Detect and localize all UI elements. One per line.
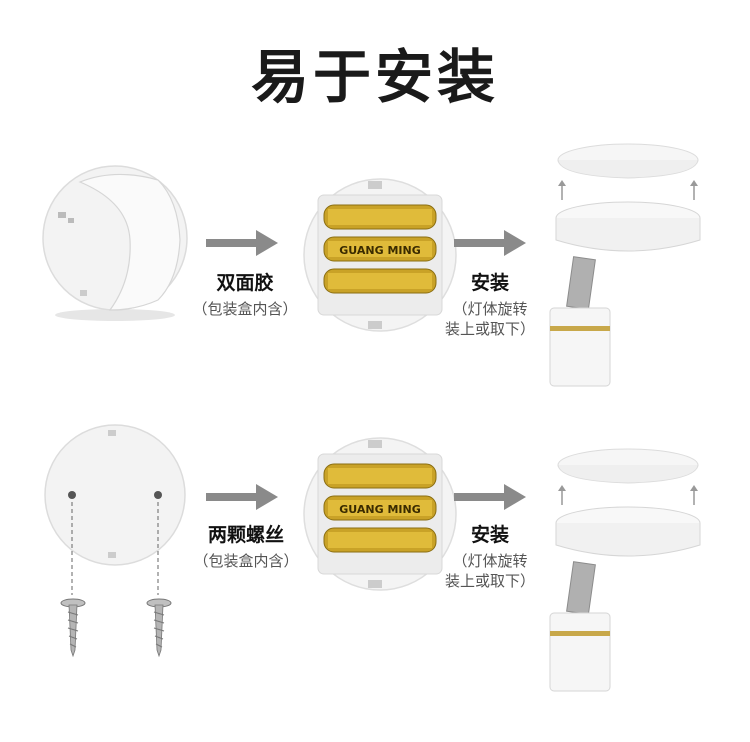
install-row-adhesive: 双面胶 （包装盒内含） GUANG MING 安装 （灯体旋转 装上或取下） (0, 140, 750, 400)
screw-icon (146, 598, 172, 658)
adhesive-sublabel: （包装盒内含） (192, 300, 298, 318)
base-plate-adhesive-image (42, 165, 188, 321)
install-sublabel-line1: （灯体旋转 (452, 300, 528, 318)
install-sublabel-line2: 装上或取下） (444, 320, 535, 338)
arrow-right-icon (206, 230, 278, 256)
install-label: 安装 (470, 272, 509, 294)
screws-label: 两颗螺丝 (207, 524, 284, 546)
base-plate-screw-image (44, 424, 186, 595)
battery-brand-text: GUANG MING (339, 244, 420, 257)
adhesive-label: 双面胶 (216, 272, 274, 294)
install-caption: 安装 （灯体旋转 装上或取下） (430, 268, 550, 339)
install-caption: 安装 （灯体旋转 装上或取下） (430, 520, 550, 591)
install-row-screws: 两颗螺丝 （包装盒内含） GUANG MING 安装 （灯体旋转 装上或取下） (0, 420, 750, 720)
arrow-right-icon (454, 484, 526, 510)
spotlight-assembly-image (549, 448, 701, 692)
battery-compartment-image: GUANG MING (303, 178, 457, 332)
screw-icon (60, 598, 86, 658)
battery-compartment-image: GUANG MING (303, 437, 457, 591)
install-sublabel-line2: 装上或取下） (444, 572, 535, 590)
arrow-right-icon (454, 230, 526, 256)
screws-sublabel: （包装盒内含） (193, 552, 299, 570)
install-sublabel-line1: （灯体旋转 (452, 552, 528, 570)
page-title: 易于安装 (250, 43, 499, 111)
battery-brand-text: GUANG MING (339, 503, 420, 516)
spotlight-assembly-image (549, 143, 701, 387)
arrow-right-icon (206, 484, 278, 510)
adhesive-caption: 双面胶 （包装盒内含） (180, 268, 310, 319)
screws-caption: 两颗螺丝 （包装盒内含） (176, 520, 316, 571)
install-label: 安装 (470, 524, 509, 546)
